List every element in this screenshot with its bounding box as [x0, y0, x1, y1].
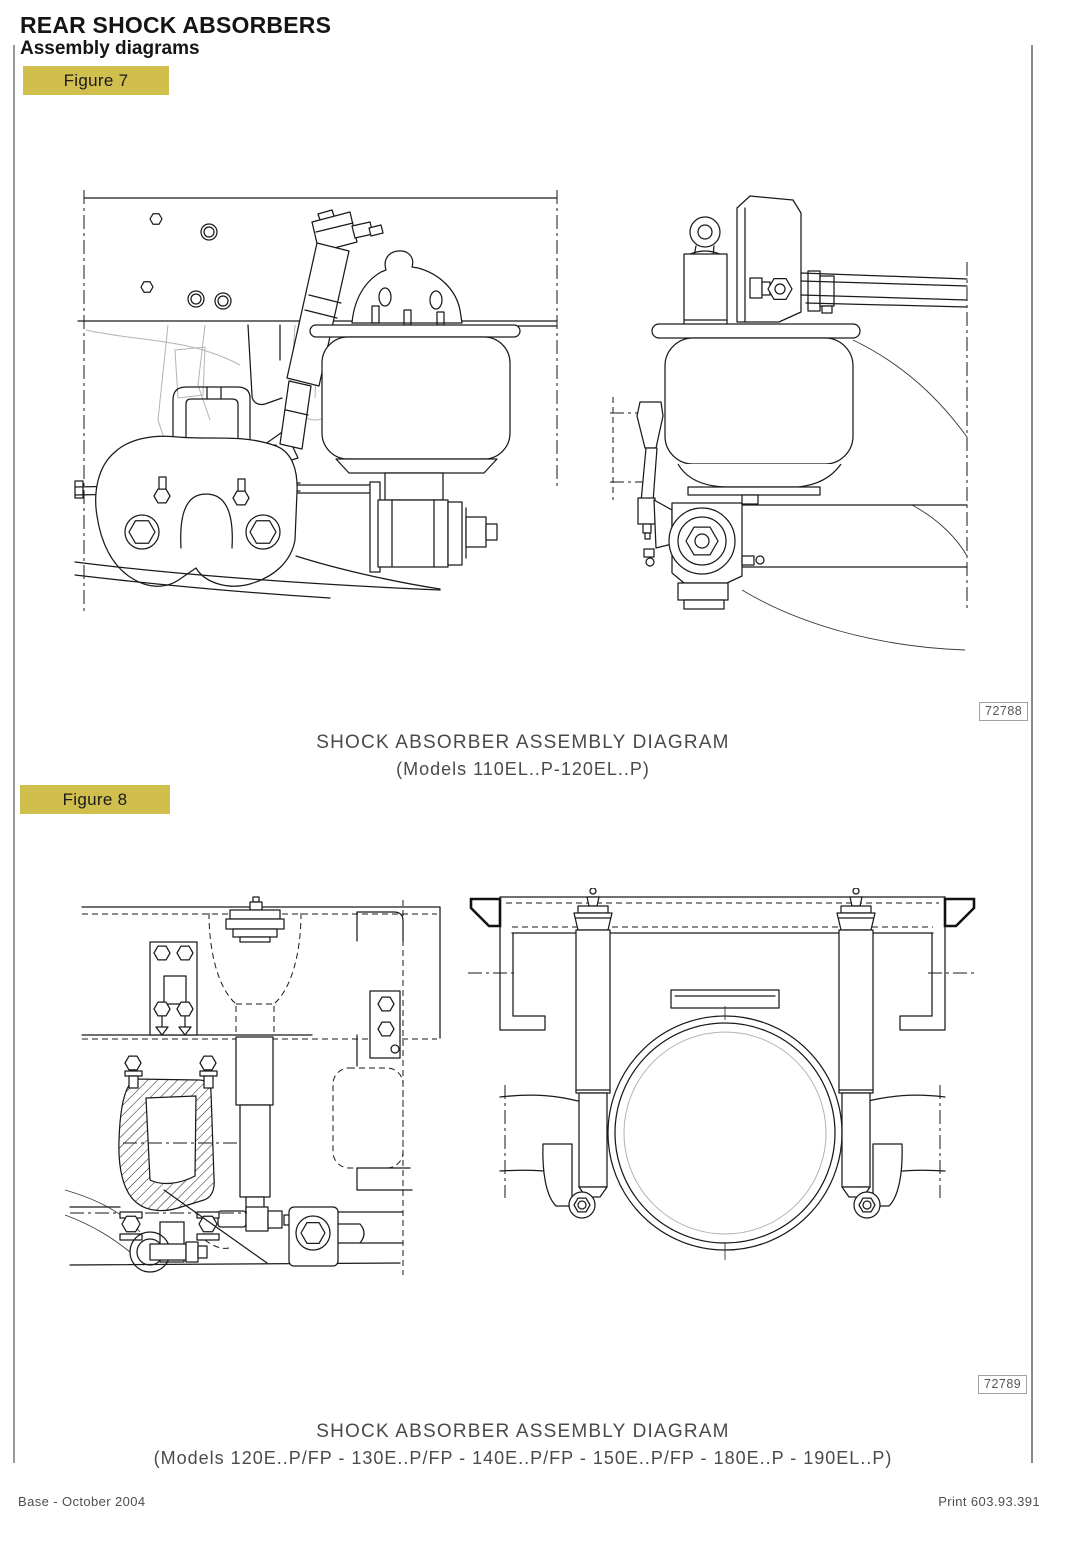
bracket-hardware [749, 270, 835, 314]
figure8-reference-number: 72789 [978, 1375, 1028, 1394]
figure7-caption: SHOCK ABSORBER ASSEMBLY DIAGRAM (Models … [14, 732, 1032, 780]
shackle-bracket [172, 386, 251, 473]
shock-mount-bracket [736, 195, 802, 323]
bolt-plate [149, 941, 198, 1036]
axle-lines [741, 504, 968, 568]
figure7-reference-number: 72788 [979, 702, 1029, 721]
hex-bolt [249, 520, 277, 544]
height-control-lever [636, 401, 664, 540]
figure8-section-view-drawing [64, 896, 441, 1275]
figure7-caption-title: SHOCK ABSORBER ASSEMBLY DIAGRAM [316, 732, 730, 753]
bushing-cylinder [377, 499, 449, 568]
axle-and-torque-rod [64, 1189, 404, 1273]
air-spring-assembly [309, 250, 521, 573]
lower-brackets [542, 1143, 903, 1207]
figure8-caption-models: (Models 120E..P/FP - 130E..P/FP - 140E..… [153, 1448, 893, 1468]
figure7-caption-models: (Models 110EL..P-120EL..P) [396, 759, 650, 779]
left-margin-rule [13, 45, 15, 1463]
differential-ring [607, 989, 843, 1260]
shock-absorber-left [568, 888, 613, 1219]
hex-bolt [685, 526, 719, 556]
hex-bolt [128, 520, 156, 544]
hex-bolt [300, 1221, 326, 1245]
pivot-boss [668, 507, 736, 575]
footer-edition: Base - October 2004 [18, 1494, 146, 1509]
hanger-cross-section [118, 1055, 238, 1212]
hex-bolt [767, 277, 793, 301]
figure8-caption-title: SHOCK ABSORBER ASSEMBLY DIAGRAM [316, 1421, 730, 1442]
shock-eye [853, 1191, 881, 1219]
right-margin-rule [1031, 45, 1033, 1463]
frame-bolt-holes [140, 213, 232, 310]
footer-print-number: Print 603.93.391 [938, 1494, 1040, 1509]
air-spring-bellows [664, 337, 854, 465]
air-spring-hidden [332, 990, 413, 1191]
crossmember [468, 896, 977, 1031]
page-title: REAR SHOCK ABSORBERS [20, 12, 332, 38]
figure8-caption: SHOCK ABSORBER ASSEMBLY DIAGRAM (Models … [14, 1421, 1032, 1469]
shock-absorber-right [836, 888, 881, 1219]
figure7-label: Figure 7 [23, 66, 169, 95]
page-subtitle: Assembly diagrams [20, 38, 200, 59]
figure8-label: Figure 8 [20, 785, 170, 814]
figure7-front-view-drawing [610, 195, 968, 651]
lower-bracket [643, 499, 765, 610]
chassis-curves [741, 339, 968, 651]
shock-eye [568, 1191, 596, 1219]
shock-eye-ring [689, 216, 721, 248]
mounting-bracket [95, 435, 298, 587]
figure7-side-view-drawing [74, 190, 558, 612]
figure8-rear-view-drawing [468, 888, 977, 1260]
air-spring-bellows [321, 336, 511, 460]
torque-rods [800, 272, 968, 308]
shock-absorber-section [208, 896, 302, 1232]
air-spring-assembly [651, 323, 861, 505]
shock-absorber-diagonal [263, 209, 384, 460]
leaf-spring-curves [74, 555, 441, 599]
